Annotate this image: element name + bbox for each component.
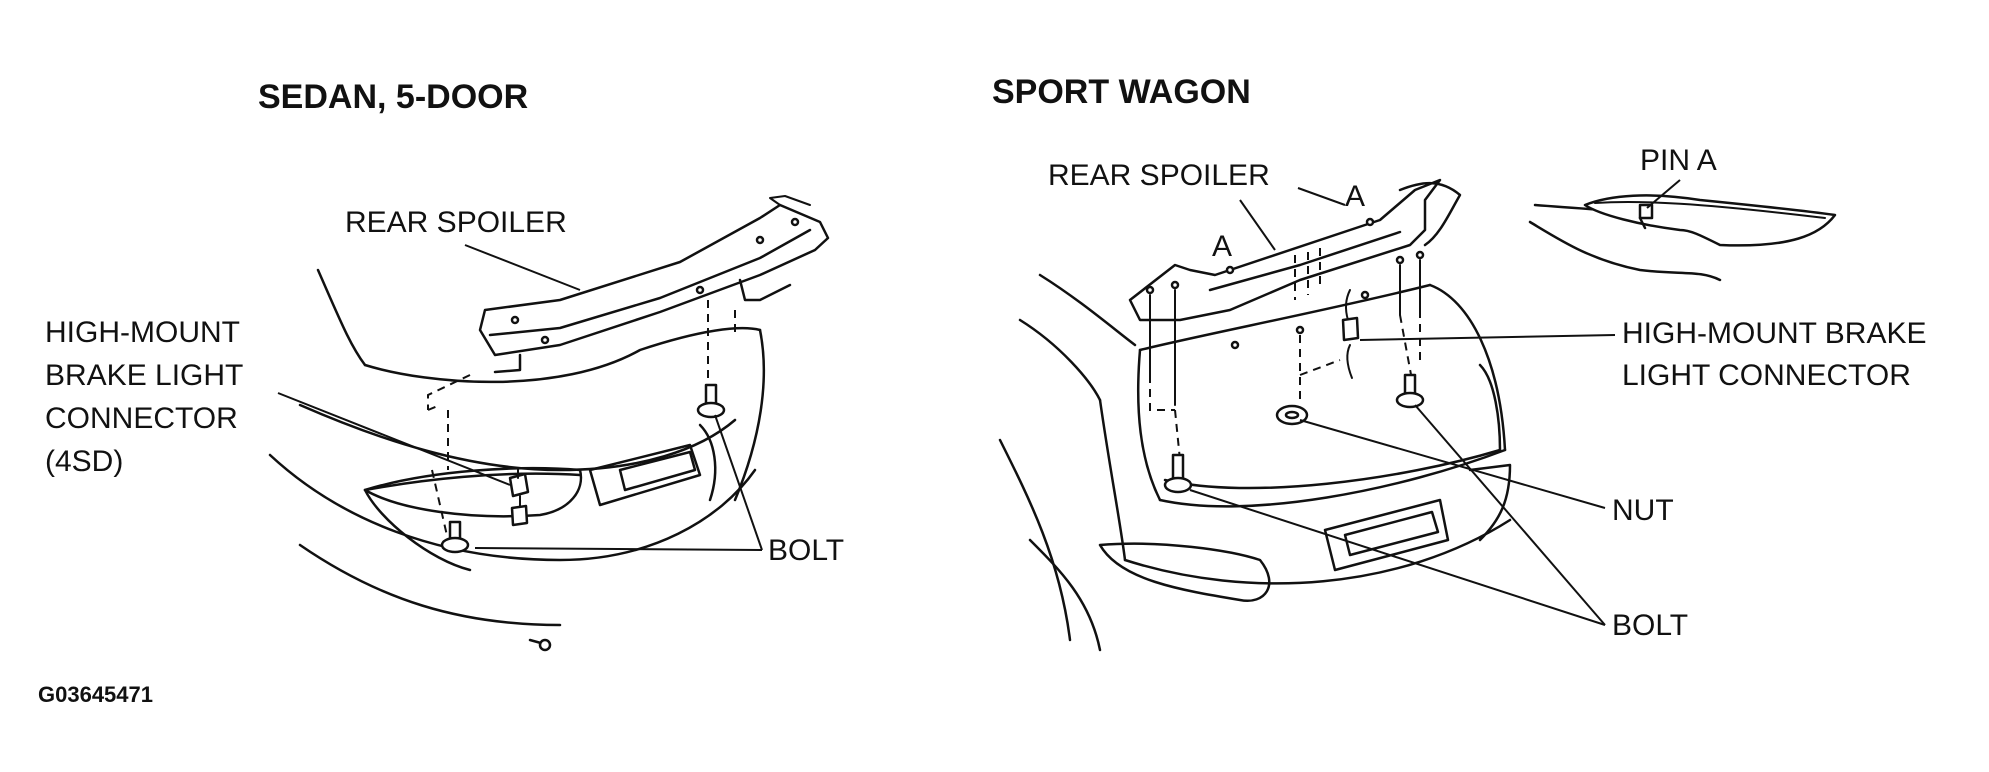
wagon-alignment-lines: [1149, 259, 1421, 461]
wagon-pin-a-label: PIN A: [1640, 144, 1717, 177]
sedan-title: SEDAN, 5-DOOR: [258, 78, 528, 116]
wagon-pin-a-leader: [1646, 179, 1681, 209]
wagon-nut-leader: [1299, 419, 1606, 509]
wagon-bolt-left: [1163, 453, 1193, 494]
wagon-bolt-right: [1395, 373, 1425, 409]
wagon-connector-label-line2: LIGHT CONNECTOR: [1622, 359, 1911, 392]
sedan-connector-leader: [277, 392, 511, 486]
wagon-pin-a-detail: [1528, 194, 1837, 282]
sedan-connector-label: HIGH-MOUNT BRAKE LIGHT CONNECTOR (4SD): [45, 316, 243, 478]
wagon-rear-spoiler-leader-1: [1239, 199, 1276, 251]
sedan-connector-label-line3: CONNECTOR: [45, 402, 238, 435]
sedan-car-body: [268, 268, 766, 652]
figure-code: G03645471: [38, 682, 153, 707]
sedan-rear-spoiler: [478, 195, 830, 374]
wagon-connector-leader: [1359, 334, 1616, 341]
wagon-marker-a-left: A: [1212, 230, 1232, 263]
sedan-bolt-left: [440, 520, 470, 554]
wagon-connector-label-line1: HIGH-MOUNT BRAKE: [1622, 317, 1926, 350]
wagon-rear-spoiler: [1128, 178, 1462, 350]
sedan-panel: SEDAN, 5-DOOR: [38, 78, 844, 707]
wagon-bolt-leader-2: [1414, 404, 1606, 626]
wagon-nut: [1275, 404, 1309, 426]
sedan-bolt-label: BOLT: [768, 534, 844, 567]
wagon-car-body: [998, 273, 1512, 652]
sedan-rear-spoiler-leader: [464, 244, 581, 291]
wagon-brake-light-connector: [1341, 289, 1360, 379]
sedan-connector-label-line2: BRAKE LIGHT: [45, 359, 243, 392]
wagon-panel: SPORT WAGON: [992, 73, 1926, 652]
wagon-bolt-leader-1: [1189, 489, 1606, 626]
sedan-bolt-leader-1: [474, 547, 763, 551]
wagon-rear-spoiler-label: REAR SPOILER: [1048, 159, 1270, 192]
sedan-connector-label-line4: (4SD): [45, 445, 123, 478]
sedan-connector-label-line1: HIGH-MOUNT: [45, 316, 240, 349]
sedan-bolt-leader-2: [714, 414, 763, 551]
wagon-nut-label: NUT: [1612, 494, 1674, 527]
wagon-bolt-label: BOLT: [1612, 609, 1688, 642]
wagon-rear-spoiler-leader-2: [1297, 187, 1346, 206]
sedan-rear-spoiler-label: REAR SPOILER: [345, 206, 567, 239]
wagon-marker-a-right: A: [1345, 180, 1365, 213]
sedan-brake-light-connector: [508, 467, 530, 527]
sedan-bolt-right: [696, 383, 726, 419]
wagon-title: SPORT WAGON: [992, 73, 1251, 111]
wagon-connector-label: HIGH-MOUNT BRAKE LIGHT CONNECTOR: [1622, 317, 1926, 392]
